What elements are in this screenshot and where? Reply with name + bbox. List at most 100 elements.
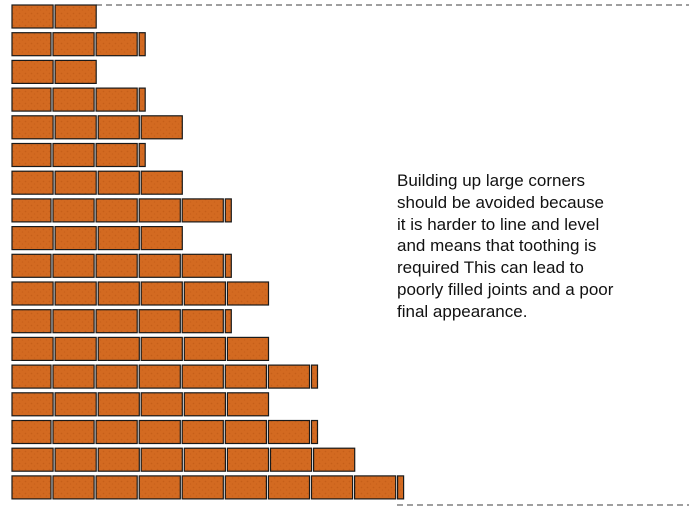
brick xyxy=(55,282,96,305)
brick xyxy=(184,337,225,360)
brick xyxy=(96,476,137,499)
brick xyxy=(139,144,145,167)
brick xyxy=(225,199,231,222)
brick xyxy=(141,227,182,250)
brick xyxy=(182,476,223,499)
brick xyxy=(96,421,137,444)
brick xyxy=(268,421,309,444)
brick xyxy=(96,310,137,333)
brick xyxy=(12,144,51,167)
brick xyxy=(184,393,225,416)
brick xyxy=(12,5,53,28)
brick xyxy=(53,199,94,222)
brick xyxy=(12,476,51,499)
brick xyxy=(182,254,223,277)
brick xyxy=(96,199,137,222)
brick xyxy=(398,476,404,499)
brick xyxy=(55,5,96,28)
brick xyxy=(12,227,53,250)
caption-text: Building up large corners should be avoi… xyxy=(397,170,682,323)
brick xyxy=(12,171,53,194)
brick xyxy=(55,393,96,416)
brick xyxy=(55,448,96,471)
brick xyxy=(225,476,266,499)
brick xyxy=(355,476,396,499)
brick xyxy=(98,393,139,416)
brick xyxy=(182,421,223,444)
brick xyxy=(96,33,137,56)
brick xyxy=(12,33,51,56)
brick xyxy=(98,171,139,194)
brick xyxy=(12,88,51,111)
brick xyxy=(139,476,180,499)
brick xyxy=(12,282,53,305)
brick xyxy=(225,310,231,333)
brick-wall xyxy=(12,5,404,499)
brick xyxy=(141,171,182,194)
brick xyxy=(141,116,182,139)
brick xyxy=(55,60,96,83)
brick xyxy=(96,254,137,277)
brick xyxy=(12,116,53,139)
brick xyxy=(139,421,180,444)
brick xyxy=(139,199,180,222)
brick xyxy=(12,310,51,333)
brick xyxy=(12,448,53,471)
brick xyxy=(271,448,312,471)
brick xyxy=(225,365,266,388)
brick xyxy=(55,171,96,194)
brick xyxy=(141,282,182,305)
brick xyxy=(53,144,94,167)
brick xyxy=(53,421,94,444)
brick xyxy=(227,448,268,471)
brick xyxy=(312,365,318,388)
brick xyxy=(98,116,139,139)
brick xyxy=(12,60,53,83)
brick xyxy=(53,254,94,277)
brick xyxy=(98,448,139,471)
brick xyxy=(139,88,145,111)
brick xyxy=(225,254,231,277)
brick xyxy=(53,88,94,111)
brick xyxy=(141,337,182,360)
brick xyxy=(96,144,137,167)
brick xyxy=(55,116,96,139)
brick xyxy=(55,337,96,360)
brick xyxy=(12,254,51,277)
brick xyxy=(139,254,180,277)
brick xyxy=(53,33,94,56)
brick xyxy=(55,227,96,250)
brick xyxy=(12,337,53,360)
brick xyxy=(98,227,139,250)
brick xyxy=(12,421,51,444)
brick xyxy=(141,393,182,416)
brick xyxy=(53,476,94,499)
brick xyxy=(312,421,318,444)
brick xyxy=(139,365,180,388)
brick xyxy=(268,476,309,499)
brick xyxy=(139,33,145,56)
brick xyxy=(12,393,53,416)
brick xyxy=(182,365,223,388)
brick xyxy=(139,310,180,333)
brick xyxy=(12,365,51,388)
brick xyxy=(98,282,139,305)
brick xyxy=(227,282,268,305)
brick xyxy=(53,365,94,388)
brick xyxy=(314,448,355,471)
brick xyxy=(141,448,182,471)
brick xyxy=(184,282,225,305)
brick xyxy=(312,476,353,499)
brick xyxy=(53,310,94,333)
brick xyxy=(98,337,139,360)
brick xyxy=(268,365,309,388)
brick xyxy=(96,365,137,388)
brick xyxy=(184,448,225,471)
brick xyxy=(182,199,223,222)
brick xyxy=(227,393,268,416)
brick xyxy=(96,88,137,111)
brick xyxy=(225,421,266,444)
brick xyxy=(12,199,51,222)
brick xyxy=(182,310,223,333)
brick xyxy=(227,337,268,360)
